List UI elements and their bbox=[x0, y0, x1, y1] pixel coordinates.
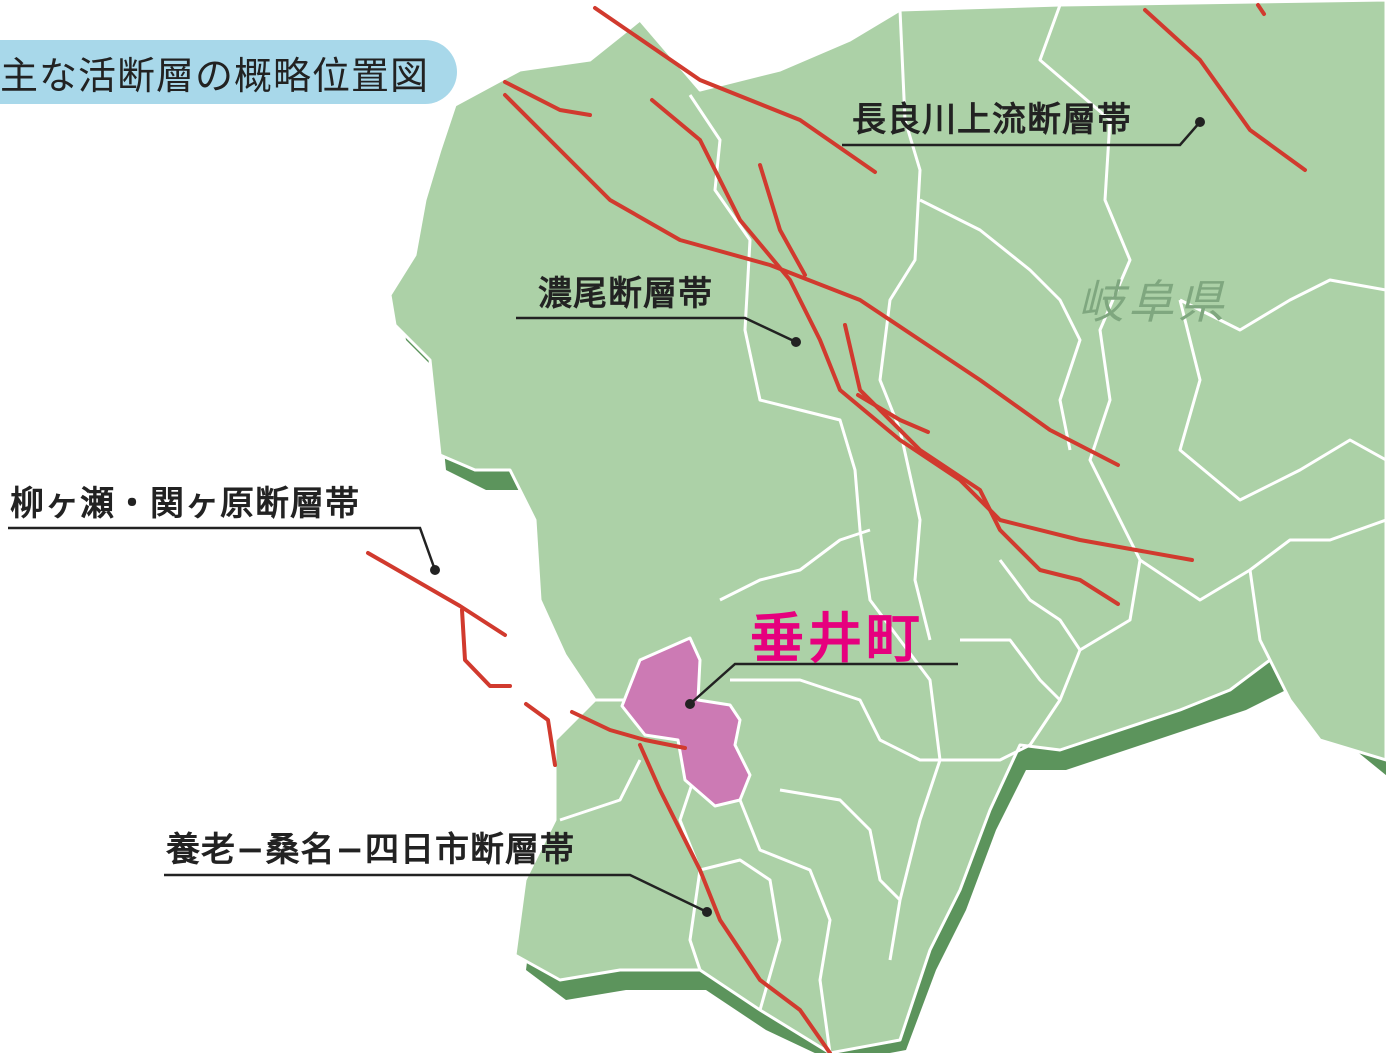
fault-label-nobi: 濃尾断層帯 bbox=[538, 274, 713, 314]
leader-lines bbox=[8, 121, 1201, 914]
municipal-borders bbox=[559, 4, 1386, 1053]
fault-lines bbox=[366, 3, 1307, 1053]
town-label-tarui: 垂井町 bbox=[750, 607, 924, 670]
map-title: 主な活断層の概略位置図 bbox=[0, 40, 458, 104]
fault-label-yoro-kuwana-yokkaichi: 養老−桑名−四日市断層帯 bbox=[166, 830, 575, 870]
leader-dots bbox=[430, 117, 1205, 917]
fault-label-yanagase-sekigahara: 柳ヶ瀬・関ヶ原断層帯 bbox=[10, 484, 360, 524]
tarui-town-area[interactable] bbox=[620, 636, 752, 808]
fault-label-nagaragawa: 長良川上流断層帯 bbox=[852, 100, 1132, 140]
prefecture-label-gifu: 岐阜県 bbox=[1078, 275, 1228, 329]
land bbox=[388, 0, 1386, 1053]
